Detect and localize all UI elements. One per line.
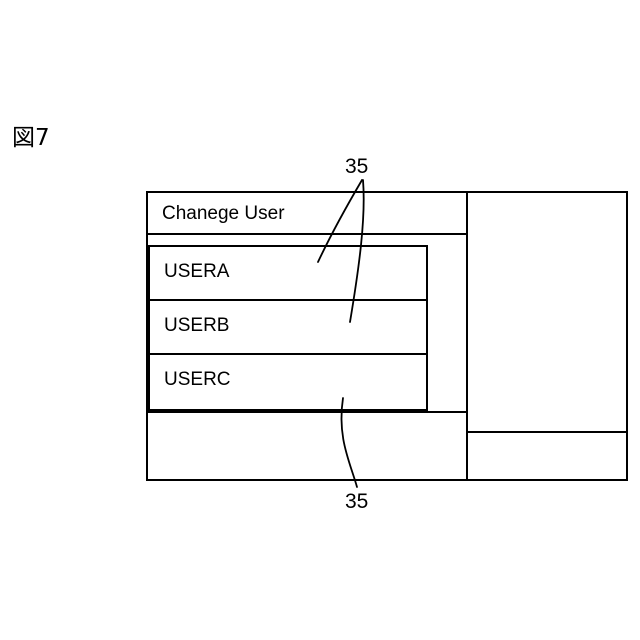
- right-pane-content: [468, 193, 626, 433]
- dropdown-option-usera[interactable]: USERA: [150, 247, 426, 301]
- title-bar-gap: [148, 235, 466, 245]
- title-bar-label: Chanege User: [162, 203, 285, 224]
- pane-divider: [466, 193, 468, 479]
- title-bar: Chanege User: [148, 193, 466, 235]
- figure-label: 図7: [12, 125, 50, 151]
- dropdown-option-label: USERC: [164, 369, 231, 390]
- right-pane: [468, 193, 626, 479]
- right-pane-footer: [468, 433, 626, 479]
- dropdown-option-userc[interactable]: USERC: [150, 355, 426, 409]
- user-select-dropdown[interactable]: USERA USERB USERC: [148, 245, 428, 411]
- reference-numeral-top: 35: [345, 155, 369, 178]
- dropdown-option-userb[interactable]: USERB: [150, 301, 426, 355]
- dropdown-option-label: USERA: [164, 261, 230, 282]
- application-window: Chanege User USERA USERB USERC: [146, 191, 628, 481]
- left-pane-body: [148, 411, 466, 479]
- reference-numeral-bottom: 35: [345, 490, 369, 513]
- dropdown-option-label: USERB: [164, 315, 230, 336]
- left-pane: Chanege User USERA USERB USERC: [148, 193, 466, 479]
